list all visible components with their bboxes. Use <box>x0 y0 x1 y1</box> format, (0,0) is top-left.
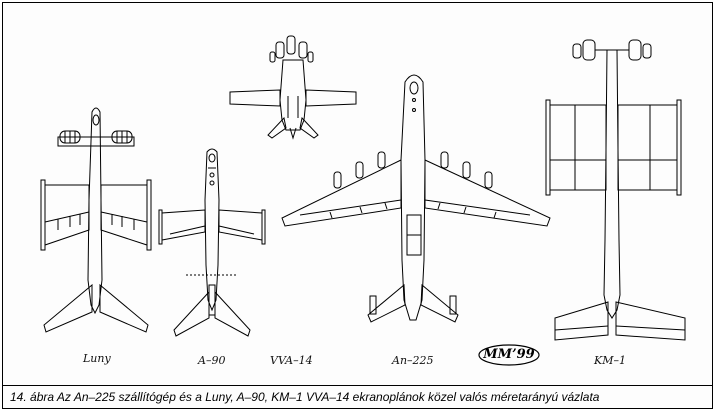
figure-frame <box>2 2 713 409</box>
km1-plan-view <box>546 40 685 340</box>
label-vva14: VVA–14 <box>270 354 313 367</box>
label-a90: A–90 <box>198 354 226 367</box>
caption-box: 14. ábra Az An–225 szállítógép és a Luny… <box>2 385 713 409</box>
label-km1: KM–1 <box>594 354 626 367</box>
figure-caption: 14. ábra Az An–225 szállítógép és a Luny… <box>10 390 600 404</box>
an225-plan-view <box>282 75 550 322</box>
vva14-plan-view <box>230 36 356 138</box>
label-luny: Luny <box>83 352 111 365</box>
aircraft-drawing <box>0 0 717 383</box>
label-an225: An–225 <box>392 354 434 367</box>
logo-text: MM’99 <box>483 347 535 362</box>
a90-plan-view <box>159 149 265 336</box>
mm99-logo: MM’99 <box>478 344 540 366</box>
luny-plan-view <box>41 108 151 332</box>
